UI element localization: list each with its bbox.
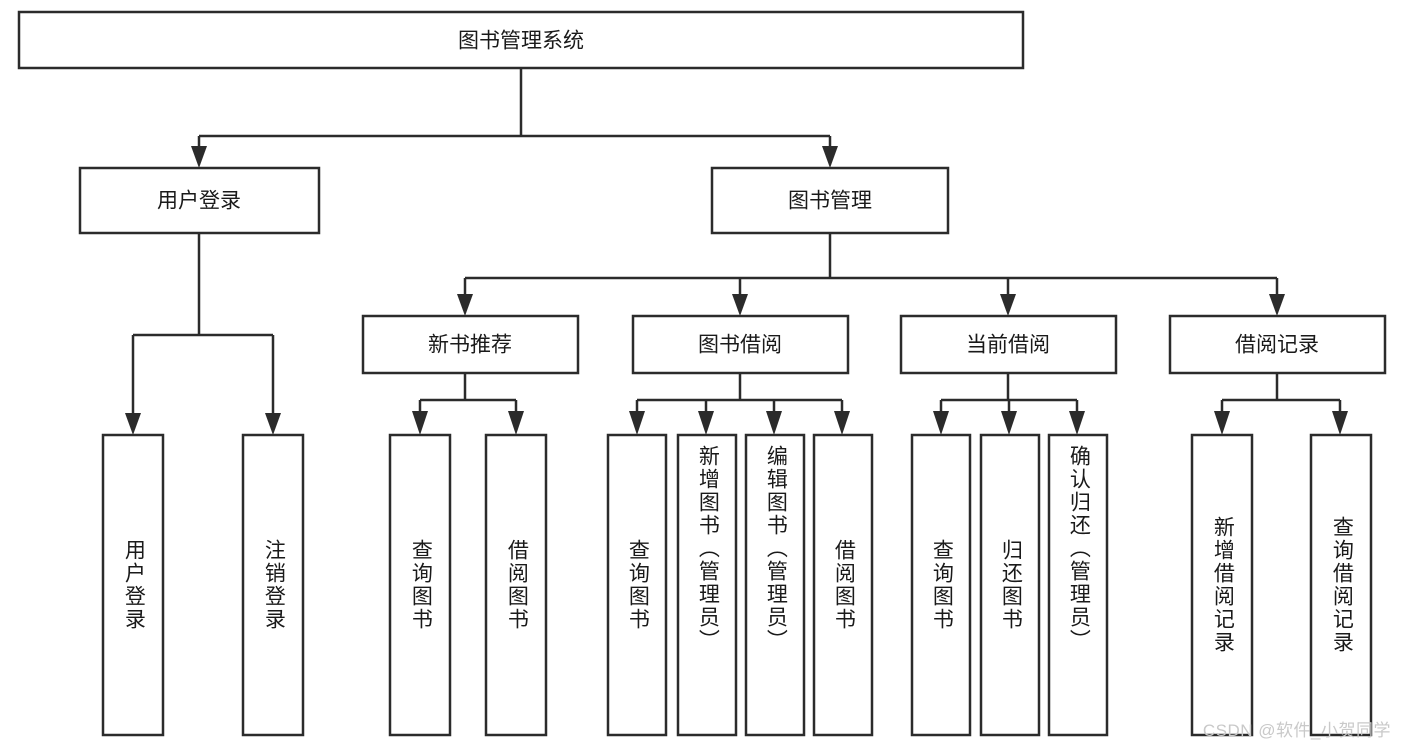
leaf-box-cb-return-book[interactable] <box>979 433 1041 737</box>
connector-group-root <box>191 68 838 168</box>
node-book-management-label: 图书管理 <box>788 190 872 213</box>
node-root-system-box[interactable] <box>17 10 1025 70</box>
arrow-head-cb-leaf2 <box>1001 411 1017 435</box>
connector-group-current-borrow <box>933 373 1085 435</box>
leaf-box-logout[interactable] <box>241 433 305 737</box>
arrow-head-borrow-record <box>1269 294 1285 316</box>
node-book-management-box[interactable] <box>710 166 950 235</box>
node-user-login[interactable]: 用户登录 <box>78 166 321 235</box>
node-user-login-label: 用户登录 <box>157 190 241 213</box>
leaf-box-bb-borrow-book[interactable] <box>812 433 874 737</box>
arrow-head-br-leaf1 <box>1214 411 1230 435</box>
node-current-borrow[interactable]: 当前借阅 <box>899 314 1118 375</box>
leaf-box-bb-query-book[interactable] <box>606 433 668 737</box>
arrow-head-bb-leaf4 <box>834 411 850 435</box>
node-book-management[interactable]: 图书管理 <box>710 166 950 235</box>
connector-group-new-book-recommend <box>412 373 524 435</box>
node-current-borrow-box[interactable] <box>899 314 1118 375</box>
leaf-box-nbr-borrow-book[interactable] <box>484 433 548 737</box>
arrow-head-nbr-leaf1 <box>412 411 428 435</box>
watermark-label: CSDN @软件_小贺同学 <box>1202 721 1391 740</box>
arrow-head-book-management <box>822 146 838 168</box>
node-book-borrow-box[interactable] <box>631 314 850 375</box>
connector-group-book-management <box>457 233 1285 316</box>
leaf-box-user-login[interactable] <box>101 433 165 737</box>
node-root-system-label: 图书管理系统 <box>458 30 584 53</box>
node-book-borrow[interactable]: 图书借阅 <box>631 314 850 375</box>
leaf-box-cb-query-book[interactable] <box>910 433 972 737</box>
arrow-head-bb-leaf3 <box>766 411 782 435</box>
arrow-head-nbr-leaf2 <box>508 411 524 435</box>
arrow-head-bb-leaf1 <box>629 411 645 435</box>
arrow-head-cb-leaf3 <box>1069 411 1085 435</box>
arrow-head-new-book-recommend <box>457 294 473 316</box>
arrow-head-user-login <box>191 146 207 168</box>
node-borrow-record-label: 借阅记录 <box>1235 334 1319 357</box>
leaf-box-cb-confirm-return[interactable] <box>1047 433 1109 737</box>
node-root-system[interactable]: 图书管理系统 <box>17 10 1025 70</box>
node-borrow-record[interactable]: 借阅记录 <box>1168 314 1387 375</box>
leaf-box-bb-add-book[interactable] <box>676 433 738 737</box>
connector-group-book-borrow <box>629 373 850 435</box>
leaf-box-br-query-record[interactable] <box>1309 433 1373 737</box>
arrow-head-bb-leaf2 <box>698 411 714 435</box>
leaf-box-nbr-query-book[interactable] <box>388 433 452 737</box>
leaf-box-bb-edit-book[interactable] <box>744 433 806 737</box>
arrow-head-current-borrow <box>1000 294 1016 316</box>
arrow-head-br-leaf2 <box>1332 411 1348 435</box>
node-new-book-recommend-label: 新书推荐 <box>428 334 512 357</box>
arrow-head-cb-leaf1 <box>933 411 949 435</box>
node-current-borrow-label: 当前借阅 <box>966 334 1050 357</box>
arrow-head-book-borrow <box>732 294 748 316</box>
node-book-borrow-label: 图书借阅 <box>698 334 782 357</box>
node-user-login-box[interactable] <box>78 166 321 235</box>
connector-group-user-login <box>125 233 281 435</box>
node-new-book-recommend[interactable]: 新书推荐 <box>361 314 580 375</box>
connector-group-borrow-record <box>1214 373 1348 435</box>
leaf-box-br-add-record[interactable] <box>1190 433 1254 737</box>
node-new-book-recommend-box[interactable] <box>361 314 580 375</box>
arrow-head-leaf-logout <box>265 413 281 435</box>
arrow-head-leaf-user-login <box>125 413 141 435</box>
node-borrow-record-box[interactable] <box>1168 314 1387 375</box>
